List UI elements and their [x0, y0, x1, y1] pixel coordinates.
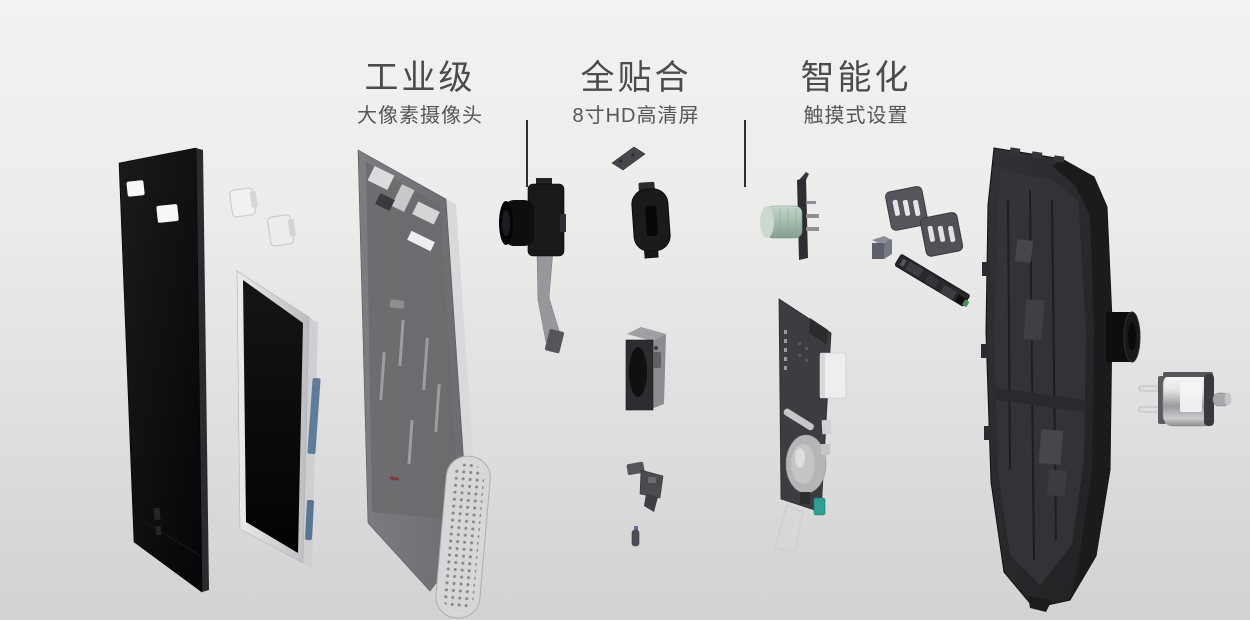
gasket-mark-red: [389, 476, 400, 481]
wire-loop: [773, 503, 805, 554]
button-plate-1: [885, 186, 929, 231]
feature-industrial: 工业级 大像素摄像头: [290, 56, 550, 128]
main-pcb-assembly: [773, 298, 847, 554]
sensor-window-cutout: [156, 204, 179, 223]
feature-lamination-title: 全贴合: [580, 59, 692, 97]
header-divider-1: [526, 120, 528, 187]
plug-pin-bottom: [1138, 406, 1162, 413]
feature-industrial-subtitle: 大像素摄像头: [357, 105, 483, 127]
camera-module-flex-cable: [499, 178, 566, 354]
mid-frame-speaker-grille: [357, 149, 491, 619]
relay-box-white: [819, 352, 847, 399]
speaker-grille: [435, 455, 491, 619]
mounting-bracket: [626, 461, 664, 512]
mounting-clip-1: [229, 187, 258, 218]
front-housing-shell: [981, 147, 1141, 612]
feature-lamination-subtitle: 8寸HD高清屏: [572, 105, 700, 127]
speaker-box: [625, 327, 666, 411]
feature-smart-subtitle: 触摸式设置: [803, 105, 909, 127]
display-flex-connector-blue: [307, 377, 321, 455]
feature-smart-title: 智能化: [800, 59, 912, 97]
sensor-chip-plate: [611, 146, 646, 171]
button-plate-2: [920, 212, 964, 257]
pcb-connector-teal: [813, 497, 826, 516]
plug-pin-top: [1138, 385, 1162, 392]
doorbell-button-assembly: [760, 172, 819, 260]
feature-smart: 智能化 触摸式设置: [726, 56, 986, 128]
camera-window-cutout: [126, 180, 145, 197]
connector-block: [872, 236, 892, 259]
feature-header: 工业级 大像素摄像头 全贴合 8寸HD高清屏 智能化 触摸式设置: [0, 56, 1250, 187]
camera-barrel-cylinder: [1106, 311, 1141, 363]
feature-industrial-title: 工业级: [364, 59, 476, 97]
header-divider-2: [744, 120, 746, 187]
power-connector-plug: [1138, 372, 1232, 427]
mounting-clip-2: [267, 214, 296, 247]
back-cover-panel: [118, 147, 209, 593]
micro-connector-part: [631, 526, 640, 547]
feature-lamination: 全贴合 8寸HD高清屏: [506, 56, 766, 128]
button-flex-strip: [894, 254, 970, 308]
lcd-display-panel: [236, 270, 321, 568]
camera-housing-module: [631, 181, 671, 259]
buzzer-disc: [785, 434, 827, 494]
brand-emblem: [153, 507, 162, 536]
